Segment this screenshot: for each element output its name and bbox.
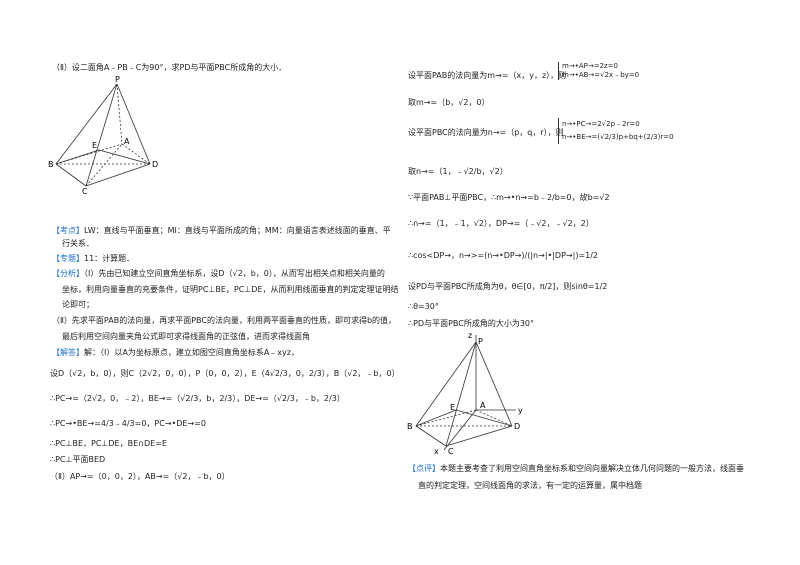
pbc-system: n→•PC→=2√2p﹣2r=0 n→•BE→=(√2/3)p+bq+(2/3)…	[558, 118, 674, 144]
solution-line-4: ∴PC→•BE→=4/3﹣4/3=0，PC→•DE→=0	[50, 419, 206, 428]
cos-line: ∴cos<DP→，n→>=(n→•DP→)/(|n→|•|DP→|)=1/2	[408, 251, 599, 260]
pbc-eq-1: n→•PC→=2√2p﹣2r=0	[562, 120, 640, 128]
label-D2: D	[514, 422, 520, 431]
fenxi-line: 【分析】（Ⅰ）先由已知建立空间直角坐标系，设D（√2，b，0），从而写出相关点和…	[52, 268, 385, 279]
label-A2: A	[480, 401, 486, 410]
n-dp-line: ∴n→=（1，﹣1，√2），DP→=（﹣√2，﹣√2，2）	[408, 219, 594, 228]
dianping-text-2: 直的判定定理，空间线面角的求法，有一定的运算量，属中档题	[418, 481, 642, 490]
label-D: D	[152, 160, 158, 169]
pab-normal-text: 设平面PAB的法向量为m→=（x，y，z），则	[408, 71, 567, 80]
solution-line-6: ∴PC⊥平面BED	[50, 455, 106, 464]
label-C2: C	[448, 447, 454, 456]
fenxi-text-2: 坐标，利用向量垂直的充要条件，证明PC⊥BE，PC⊥DE，从而利用线面垂直的判定…	[62, 285, 399, 294]
answer-line: ∴PD与平面PBC所成角的大小为30°	[408, 319, 535, 328]
kaodian-tag: 【考点】	[52, 226, 84, 235]
fenxi-text-4: （Ⅱ）先求平面PAB的法向量，再求平面PBC的法向量，利用两平面垂直的性质，即可…	[52, 316, 397, 325]
fenxi-text-1: （Ⅰ）先由已知建立空间直角坐标系，设D（√2，b，0），从而写出相关点和相关向量…	[84, 269, 385, 278]
zhuanti-line: 【专题】11：计算题．	[52, 253, 134, 264]
coordinate-figure: z P E A y B D C x	[407, 331, 523, 456]
solution-line-3: ∴PC→=（2√2，0，﹣2），BE→=（√2/3，b，2/3），DE→=（√2…	[50, 394, 345, 403]
solution-line-5: ∴PC⊥BE，PC⊥DE，BE∩DE=E	[50, 439, 167, 448]
zhuanti-tag: 【专题】	[52, 254, 84, 263]
label-E2: E	[450, 403, 455, 412]
label-C: C	[82, 187, 88, 194]
label-B2: B	[407, 422, 413, 431]
dianping-text-1: 本题主要考查了利用空间直角坐标系和空间向量解决立体几何问题的一般方法，线面垂	[440, 464, 744, 473]
solution-line-7: （Ⅱ）AP→=（0，0，2），AB→=（√2，﹣b，0）	[50, 472, 230, 481]
label-E: E	[92, 141, 97, 150]
pyramid-figure: P B C D A E	[48, 75, 158, 194]
axis-y-label: y	[518, 406, 523, 415]
take-n-line: 取n→=（1，﹣√2/b，√2）	[408, 167, 508, 176]
label-A: A	[124, 137, 130, 146]
axis-x-label: x	[434, 447, 439, 456]
fenxi-text-5: 最后利用空间向量夹角公式即可求得线面角的正弦值，进而求得线面角	[62, 332, 310, 341]
pab-normal-line: 设平面PAB的法向量为m→=（x，y，z），则	[408, 70, 566, 81]
solution-line-2: 设D（√2，b，0），则C（2√2，0，0），P（0，0，2），E（4√2/3，…	[50, 369, 400, 378]
jieda-tag: 【解答】	[52, 348, 84, 357]
pbc-normal-text: 设平面PBC的法向量为n→=（p，q，r），则	[408, 128, 564, 137]
label-B: B	[48, 160, 54, 169]
zhuanti-text: 11：计算题．	[84, 254, 135, 263]
dianping-line: 【点评】本题主要考查了利用空间直角坐标系和空间向量解决立体几何问题的一般方法，线…	[408, 463, 744, 474]
jieda-line: 【解答】解：（Ⅰ）以A为坐标原点，建立如图空间直角坐标系A﹣xyz，	[52, 347, 299, 358]
pab-system: m→•AP→=2z=0 m→•AB→=√2x﹣by=0	[558, 62, 639, 80]
theta-def-line: 设PD与平面PBC所成角为θ，θ∈[0，π/2]，则sinθ=1/2	[408, 282, 608, 291]
fenxi-text-3: 论即可；	[62, 300, 94, 309]
kaodian-cont: 行关系．	[62, 239, 94, 248]
label-P2: P	[478, 337, 483, 346]
pab-eq-1: m→•AP→=2z=0	[562, 62, 618, 70]
kaodian-line: 【考点】LW：直线与平面垂直；MI：直线与平面所成的角；MM：向量语言表述线面的…	[52, 225, 391, 236]
dianping-tag: 【点评】	[408, 464, 440, 473]
theta-value-line: ∴θ=30°	[408, 302, 439, 311]
take-m-line: 取m→=（b，√2，0）	[408, 98, 490, 107]
kaodian-text: LW：直线与平面垂直；MI：直线与平面所成的角；MM：向量语言表述线面的垂直、平	[84, 226, 391, 235]
fenxi-tag: 【分析】	[52, 269, 84, 278]
jieda-text-1: 解：（Ⅰ）以A为坐标原点，建立如图空间直角坐标系A﹣xyz，	[84, 348, 299, 357]
perpendicular-line: ∵平面PAB⊥平面PBC，∴m→•n→=b﹣2/b=0，故b=√2	[408, 193, 610, 202]
pbc-eq-2: n→•BE→=(√2/3)p+bq+(2/3)r=0	[562, 133, 674, 141]
label-P: P	[115, 75, 120, 84]
pab-eq-2: m→•AB→=√2x﹣by=0	[562, 71, 640, 79]
problem-part2: （Ⅱ）设二面角A﹣PB﹣C为90°，求PD与平面PBC所成角的大小．	[52, 63, 287, 72]
axis-z-label: z	[468, 331, 472, 340]
